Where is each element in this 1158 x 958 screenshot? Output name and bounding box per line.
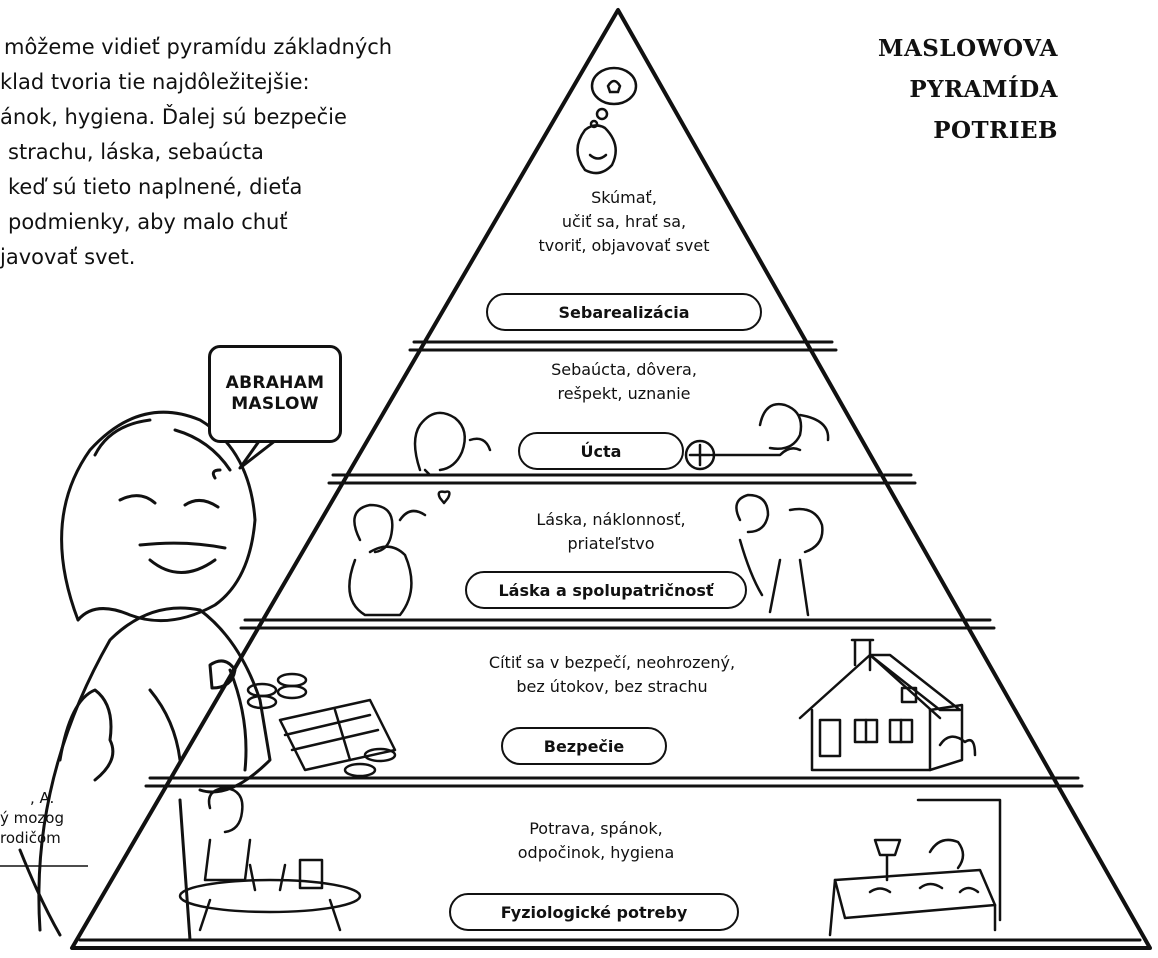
level-description-love: Láska, náklonnosť, priateľstvo (536, 508, 685, 556)
level-divider (327, 473, 917, 485)
bubble-line: ABRAHAM (225, 373, 325, 393)
children-esteem-drawing (413, 402, 830, 477)
level-divider (144, 776, 1084, 788)
page-title: MASLOWOVA PYRAMÍDA POTRIEB (878, 28, 1058, 151)
description-line: učiť sa, hrať sa, (561, 212, 687, 231)
level-label-self-actualization: Sebarealizácia (486, 293, 762, 331)
eating-child-drawing (178, 786, 362, 932)
description-line: Skúmať, (591, 188, 657, 207)
level-divider (239, 618, 996, 630)
bed-drawing (828, 798, 1002, 937)
reference-line: , A. (30, 789, 55, 807)
reference-note: , A. ý mozog rodičom (0, 788, 88, 848)
intro-line: keď sú tieto naplnené, dieťa (8, 175, 303, 199)
intro-line: strachu, láska, sebaúcta (8, 140, 264, 164)
description-line: Potrava, spánok, (529, 819, 663, 838)
intro-line: javovať svet. (0, 245, 136, 269)
intro-line: môžeme vidieť pyramídu základných (4, 35, 393, 59)
maslow-figure (18, 410, 272, 942)
title-line: PYRAMÍDA (909, 76, 1058, 103)
title-line: MASLOWOVA (878, 35, 1058, 62)
family-love-drawing (348, 490, 824, 617)
description-line: bez útokov, bez strachu (516, 677, 708, 696)
intro-line: podmienky, aby malo chuť (8, 210, 288, 234)
house-drawing (798, 638, 977, 772)
intro-line: ánok, hygiena. Ďalej sú bezpečie (0, 105, 347, 129)
description-line: Cítiť sa v bezpečí, neohrozený, (488, 653, 736, 672)
intro-paragraph: môžeme vidieť pyramídu základných klad t… (0, 30, 470, 275)
description-line: tvoriť, objavovať svet (538, 236, 710, 255)
level-label-love: Láska a spolupatričnosť (465, 571, 747, 609)
description-line: Sebaúcta, dôvera, (551, 360, 697, 379)
description-line: Láska, náklonnosť, (536, 510, 686, 529)
level-label-physiological: Fyziologické potreby (449, 893, 739, 931)
reference-line: ý mozog (0, 809, 65, 827)
title-line: POTRIEB (933, 117, 1058, 144)
level-divider (408, 340, 838, 352)
description-line: priateľstvo (567, 534, 655, 553)
speech-bubble: ABRAHAM MASLOW (208, 345, 342, 443)
level-label-esteem: Úcta (518, 432, 684, 470)
thinking-child-drawing (576, 66, 638, 175)
description-line: odpočinok, hygiena (517, 843, 675, 862)
level-label-safety: Bezpečie (501, 727, 667, 765)
level-description-self-actualization: Skúmať, učiť sa, hrať sa, tvoriť, objavo… (538, 186, 709, 258)
money-drawing (246, 672, 397, 778)
level-description-esteem: Sebaúcta, dôvera, rešpekt, uznanie (551, 358, 697, 406)
description-line: rešpekt, uznanie (557, 384, 691, 403)
level-description-safety: Cítiť sa v bezpečí, neohrozený, bez útok… (489, 651, 735, 699)
intro-line: klad tvoria tie najdôležitejšie: (0, 70, 310, 94)
bubble-line: MASLOW (231, 394, 319, 414)
reference-line: rodičom (0, 829, 61, 847)
level-description-physiological: Potrava, spánok, odpočinok, hygiena (518, 817, 675, 865)
